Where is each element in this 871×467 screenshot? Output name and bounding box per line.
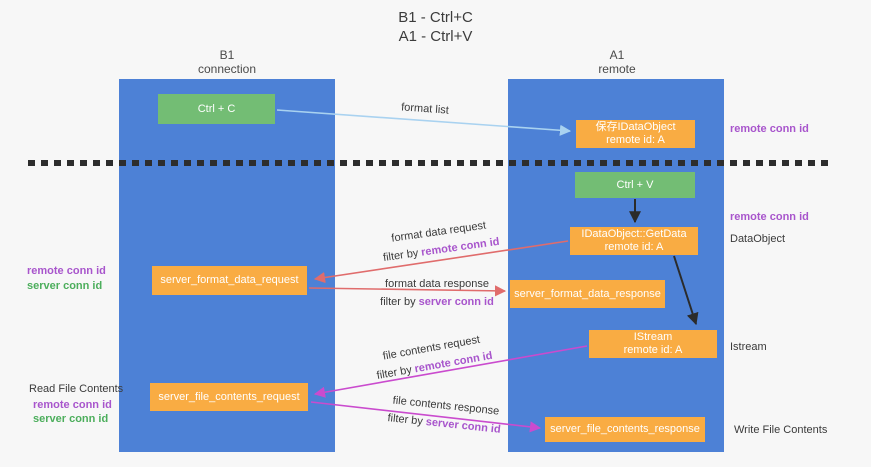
edge-label-file-contents-request: file contents request filter byremote co… bbox=[373, 332, 494, 382]
node-file-response-label: server_file_contents_response bbox=[550, 423, 700, 435]
node-istream-line1: IStream bbox=[633, 331, 673, 343]
node-getdata-line1: IDataObject::GetData bbox=[581, 228, 687, 240]
diagram-title: B1 - Ctrl+C A1 - Ctrl+V bbox=[0, 8, 871, 46]
node-server-file-contents-response: server_file_contents_response bbox=[545, 417, 705, 442]
node-ctrl-v: Ctrl + V bbox=[575, 172, 695, 198]
phase-separator-dashed-line bbox=[28, 160, 830, 166]
node-ctrl-v-label: Ctrl + V bbox=[616, 178, 654, 191]
annotation-read-file-contents: Read File Contents bbox=[29, 383, 124, 395]
lane-a1-name: A1 bbox=[609, 48, 625, 62]
node-server-format-data-request: server_format_data_request bbox=[152, 266, 307, 295]
edge-label-format-data-request: format data request filter byremote conn… bbox=[380, 218, 501, 265]
node-ctrl-c: Ctrl + C bbox=[158, 94, 275, 124]
node-ctrl-c-label: Ctrl + C bbox=[197, 102, 236, 115]
node-format-response-label: server_format_data_response bbox=[514, 287, 661, 300]
annotation-dataobject: DataObject bbox=[730, 233, 786, 245]
node-getdata-line2: remote id: A bbox=[604, 241, 664, 253]
lane-b1-subtitle: connection bbox=[197, 62, 257, 76]
filter-key-remote-conn-id: remote conn id bbox=[420, 235, 501, 259]
annotation-left2-remote-conn-id: remote conn id bbox=[33, 399, 112, 411]
annotation-left-remote-conn-id: remote conn id bbox=[27, 265, 106, 277]
lane-header-b1: B1 connection bbox=[167, 48, 287, 76]
annotation-istream: Istream bbox=[730, 341, 767, 353]
node-save-dataobject-line2: remote id: A bbox=[606, 134, 665, 146]
node-save-dataobject-line1: 保存IDataObject bbox=[595, 121, 676, 133]
lane-a1-subtitle: remote bbox=[598, 62, 636, 76]
edge-label-format-list: format list bbox=[400, 101, 450, 117]
node-server-format-data-response: server_format_data_response bbox=[510, 280, 665, 308]
node-server-file-contents-request: server_file_contents_request bbox=[150, 383, 308, 411]
node-format-request-label: server_format_data_request bbox=[160, 274, 299, 286]
filter-by-prefix: filter by bbox=[380, 296, 416, 308]
title-line-1: B1 - Ctrl+C bbox=[398, 9, 473, 26]
format-data-response-text: format data response bbox=[385, 278, 489, 290]
node-idataobject-getdata: IDataObject::GetData remote id: A bbox=[570, 227, 698, 255]
annotation-write-file-contents: Write File Contents bbox=[734, 424, 828, 436]
annotation-remote-conn-id-top: remote conn id bbox=[730, 123, 809, 135]
lane-header-a1: A1 remote bbox=[557, 48, 677, 76]
title-line-2: A1 - Ctrl+V bbox=[398, 28, 473, 45]
annotation-left2-server-conn-id: server conn id bbox=[33, 413, 109, 425]
filter-by-prefix: filter by bbox=[386, 412, 424, 428]
filter-by-prefix: filter by bbox=[382, 247, 420, 265]
node-file-request-label: server_file_contents_request bbox=[158, 390, 300, 403]
filter-by-prefix: filter by bbox=[375, 363, 413, 382]
annotation-left-server-conn-id: server conn id bbox=[27, 280, 103, 292]
node-save-dataobject: 保存IDataObject remote id: A bbox=[576, 120, 695, 148]
node-istream-line2: remote id: A bbox=[623, 344, 683, 356]
filter-key-server-conn-id: server conn id bbox=[425, 416, 502, 436]
node-istream: IStream remote id: A bbox=[589, 330, 717, 358]
lane-b1-name: B1 bbox=[219, 48, 235, 62]
filter-key-server-conn-id: server conn id bbox=[418, 296, 494, 308]
annotation-remote-conn-id-mid: remote conn id bbox=[730, 211, 809, 223]
